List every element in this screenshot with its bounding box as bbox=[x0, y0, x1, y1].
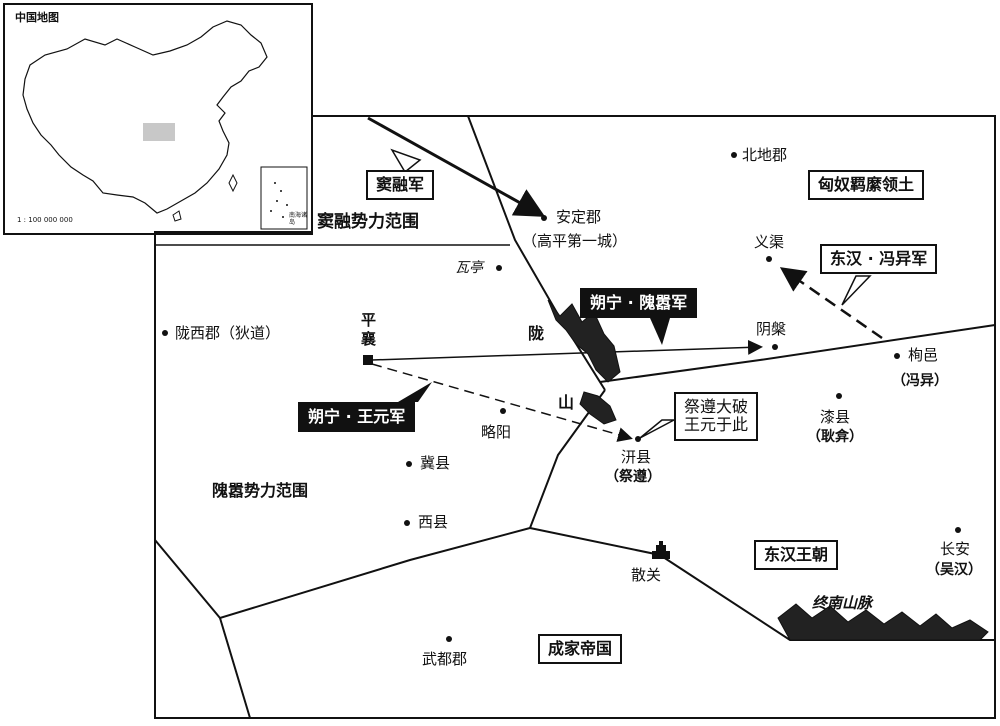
annotation-line1: 祭遵大破 bbox=[684, 397, 749, 416]
place-dot-lueyang bbox=[500, 408, 506, 414]
boundary-east-2 bbox=[599, 324, 996, 383]
place-xunyi: 栒邑 bbox=[908, 346, 939, 364]
boundary-south-2 bbox=[154, 527, 531, 620]
place-anding: 安定郡 bbox=[556, 208, 602, 226]
place-jixian: 冀县 bbox=[420, 454, 451, 472]
inset-title: 中国地图 bbox=[15, 11, 59, 24]
place-pingxiang-1: 平 bbox=[361, 311, 377, 329]
place-xixian: 西县 bbox=[418, 513, 449, 531]
place-dot-yinpan bbox=[772, 344, 778, 350]
place-dot-yiqu bbox=[766, 256, 772, 262]
place-changan: 长安 bbox=[940, 540, 971, 558]
mountain-long bbox=[547, 299, 621, 425]
place-wudu: 武都郡 bbox=[422, 650, 468, 668]
place-dot-beidi bbox=[731, 152, 737, 158]
place-square-pingxiang bbox=[363, 355, 373, 365]
mountain-long-label-1: 陇 bbox=[528, 324, 545, 343]
label-weixiao-sphere: 隗嚣势力范围 bbox=[212, 481, 309, 500]
place-qixian-note: （耿弇） bbox=[807, 429, 863, 445]
place-yiqu: 义渠 bbox=[754, 233, 785, 251]
region-highlight bbox=[143, 123, 175, 141]
route-wangyuan bbox=[371, 363, 633, 442]
callout-pointer-weixiao bbox=[650, 318, 670, 345]
inset-map: 中国地图 1 : 100 000 000 南海诸岛 bbox=[3, 3, 313, 235]
annotation-line2: 王元于此 bbox=[684, 415, 749, 435]
callout-pointer-dourong bbox=[390, 148, 422, 174]
route-weixiao bbox=[371, 339, 763, 361]
south-sea-box bbox=[260, 166, 308, 230]
label-xiongnu: 匈奴羁縻领土 bbox=[808, 170, 925, 201]
place-pingxiang-2: 襄 bbox=[361, 330, 377, 348]
south-sea-label: 南海诸岛 bbox=[289, 212, 308, 226]
mountain-long-label-2: 山 bbox=[558, 393, 575, 412]
label-weixiao-army: 朔宁 · 隗嚣军 bbox=[580, 288, 698, 319]
boundary-south-3 bbox=[219, 617, 251, 719]
label-eastern-han: 东汉王朝 bbox=[754, 540, 839, 571]
inset-scale: 1 : 100 000 000 bbox=[17, 216, 73, 224]
mountain-zhongnan-label: 终南山脉 bbox=[812, 594, 873, 612]
place-longxi: 陇西郡（狄道） bbox=[175, 324, 281, 342]
callout-pointer-fengyi bbox=[841, 275, 872, 306]
place-waiting: 瓦亭 bbox=[455, 260, 483, 276]
place-dot-waiting bbox=[496, 265, 502, 271]
place-dot-qianxian bbox=[635, 436, 641, 442]
place-qianxian: 汧县 bbox=[621, 448, 652, 466]
label-fengyi-army: 东汉 · 冯异军 bbox=[820, 244, 938, 275]
place-dot-xunyi bbox=[894, 353, 900, 359]
route-fengyi bbox=[779, 267, 883, 340]
callout-pointer-wangyuan bbox=[398, 382, 432, 402]
china-outline bbox=[22, 20, 308, 230]
callout-pointer-annotation bbox=[639, 419, 675, 439]
route-dourong bbox=[367, 116, 546, 217]
place-sanguan: 散关 bbox=[631, 566, 662, 584]
place-xunyi-note: （冯异） bbox=[892, 373, 948, 389]
place-dot-changan bbox=[955, 527, 961, 533]
label-dourong-army: 窦融军 bbox=[366, 170, 435, 201]
place-yinpan: 阴槃 bbox=[756, 320, 787, 338]
place-lueyang: 略阳 bbox=[481, 423, 512, 441]
annotation-box: 祭遵大破 王元于此 bbox=[674, 392, 759, 441]
place-qianxian-note: （祭遵） bbox=[605, 469, 661, 485]
place-dot-wudu bbox=[446, 636, 452, 642]
place-dot-jixian bbox=[406, 461, 412, 467]
place-dot-anding bbox=[541, 215, 547, 221]
place-dot-longxi bbox=[162, 330, 168, 336]
fort-icon bbox=[652, 541, 670, 559]
label-wangyuan-army: 朔宁 · 王元军 bbox=[298, 402, 416, 433]
place-dot-qixian bbox=[836, 393, 842, 399]
mountain-zhongnan bbox=[777, 603, 989, 641]
label-dourong-sphere: 窦融势力范围 bbox=[317, 212, 419, 232]
place-dot-xixian bbox=[404, 520, 410, 526]
place-qixian: 漆县 bbox=[820, 408, 851, 426]
boundary-east-1 bbox=[467, 115, 606, 391]
main-map-frame bbox=[154, 115, 996, 719]
place-changan-note: （吴汉） bbox=[926, 562, 982, 578]
place-beidi: 北地郡 bbox=[742, 146, 788, 164]
label-chengjia: 成家帝国 bbox=[538, 634, 623, 665]
place-anding-note: （高平第一城） bbox=[522, 232, 628, 250]
